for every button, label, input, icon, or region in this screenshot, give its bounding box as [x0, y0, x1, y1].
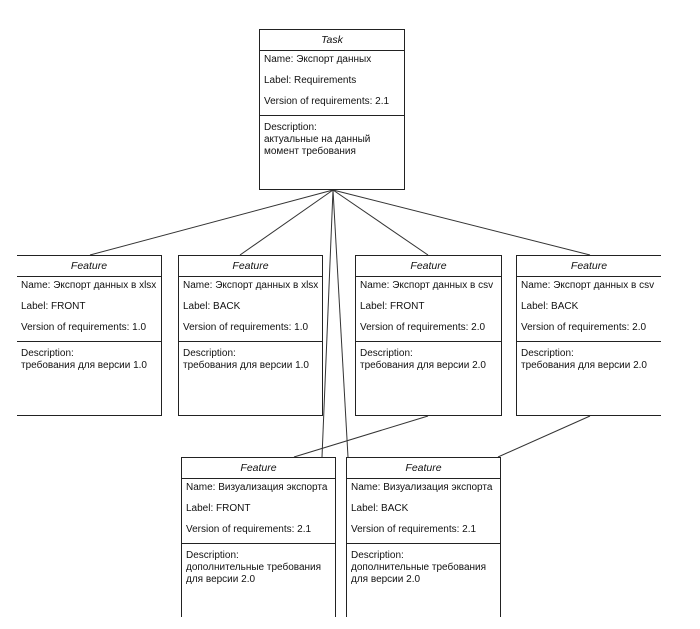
- description-label: Description:: [360, 348, 413, 359]
- connector-task-feature-3: [332, 189, 429, 256]
- connector-feature-4-feature-6: [497, 415, 591, 458]
- task-node: Task Name: Экспорт данных Label: Require…: [259, 29, 405, 190]
- node-title: Task: [260, 30, 404, 51]
- node-attributes: Name: Экспорт данных в xlsx Label: BACK …: [179, 277, 322, 342]
- feature-node-3: Feature Name: Экспорт данных в csv Label…: [355, 255, 502, 416]
- connector-task-feature-1: [89, 189, 334, 256]
- description-text: требования для версии 2.0: [360, 360, 486, 371]
- feature-node-4: Feature Name: Экспорт данных в csv Label…: [516, 255, 661, 416]
- version-attr: Version of requirements: 2.0: [360, 322, 486, 333]
- node-title: Feature: [17, 256, 161, 277]
- label-attr: Label: BACK: [183, 301, 241, 312]
- node-attributes: Name: Экспорт данных в xlsx Label: FRONT…: [17, 277, 161, 342]
- description-text: требования для версии 2.0: [521, 360, 647, 371]
- node-attributes: Name: Экспорт данных в csv Label: FRONT …: [356, 277, 501, 342]
- label-attr: Label: FRONT: [21, 301, 86, 312]
- connector-feature-3-feature-5: [293, 415, 429, 458]
- description-text: дополнительные требования для версии 2.0: [351, 562, 487, 585]
- name-attr: Name: Экспорт данных в csv: [360, 280, 494, 291]
- name-attr: Name: Экспорт данных в csv: [521, 280, 655, 291]
- connector-task-feature-2: [239, 189, 334, 256]
- feature-node-5: Feature Name: Визуализация экспорта Labe…: [181, 457, 336, 617]
- node-title: Feature: [179, 256, 322, 277]
- name-attr: Name: Визуализация экспорта: [186, 482, 328, 493]
- label-attr: Label: Requirements: [264, 75, 357, 86]
- feature-node-1: Feature Name: Экспорт данных в xlsx Labe…: [17, 255, 162, 416]
- node-attributes: Name: Визуализация экспорта Label: FRONT…: [182, 479, 335, 544]
- label-attr: Label: BACK: [351, 503, 409, 514]
- version-attr: Version of requirements: 2.1: [264, 96, 390, 107]
- node-description: Description: требования для версии 1.0: [179, 342, 322, 372]
- name-attr: Name: Экспорт данных в xlsx: [183, 280, 319, 291]
- connector-task-feature-4: [332, 189, 591, 256]
- version-attr: Version of requirements: 2.0: [521, 322, 647, 333]
- node-description: Description: требования для версии 2.0: [356, 342, 501, 372]
- description-label: Description:: [521, 348, 574, 359]
- description-label: Description:: [186, 550, 239, 561]
- node-attributes: Name: Экспорт данных Label: Requirements…: [260, 51, 404, 116]
- node-description: Description: дополнительные требования д…: [347, 544, 500, 586]
- description-text: требования для версии 1.0: [183, 360, 309, 371]
- description-text: требования для версии 1.0: [21, 360, 147, 371]
- feature-node-6: Feature Name: Визуализация экспорта Labe…: [346, 457, 501, 617]
- version-attr: Version of requirements: 2.1: [351, 524, 477, 535]
- node-description: Description: требования для версии 1.0: [17, 342, 161, 372]
- connector-task-feature-5: [321, 189, 334, 458]
- label-attr: Label: BACK: [521, 301, 579, 312]
- description-label: Description:: [21, 348, 74, 359]
- node-description: Description: требования для версии 2.0: [517, 342, 661, 372]
- name-attr: Name: Экспорт данных: [264, 54, 372, 65]
- description-label: Description:: [351, 550, 404, 561]
- node-title: Feature: [356, 256, 501, 277]
- node-attributes: Name: Экспорт данных в csv Label: BACK V…: [517, 277, 661, 342]
- name-attr: Name: Визуализация экспорта: [351, 482, 493, 493]
- node-title: Feature: [182, 458, 335, 479]
- node-attributes: Name: Визуализация экспорта Label: BACK …: [347, 479, 500, 544]
- description-text: дополнительные требования для версии 2.0: [186, 562, 322, 585]
- version-attr: Version of requirements: 1.0: [183, 322, 309, 333]
- node-description: Description: дополнительные требования д…: [182, 544, 335, 586]
- node-title: Feature: [517, 256, 661, 277]
- version-attr: Version of requirements: 2.1: [186, 524, 312, 535]
- name-attr: Name: Экспорт данных в xlsx: [21, 280, 157, 291]
- label-attr: Label: FRONT: [360, 301, 425, 312]
- feature-node-2: Feature Name: Экспорт данных в xlsx Labe…: [178, 255, 323, 416]
- description-label: Description:: [264, 122, 317, 133]
- node-title: Feature: [347, 458, 500, 479]
- description-label: Description:: [183, 348, 236, 359]
- connector-task-feature-6: [332, 189, 349, 458]
- description-text: актуальные на данный момент требования: [264, 134, 371, 157]
- version-attr: Version of requirements: 1.0: [21, 322, 147, 333]
- label-attr: Label: FRONT: [186, 503, 251, 514]
- node-description: Description: актуальные на данный момент…: [260, 116, 404, 158]
